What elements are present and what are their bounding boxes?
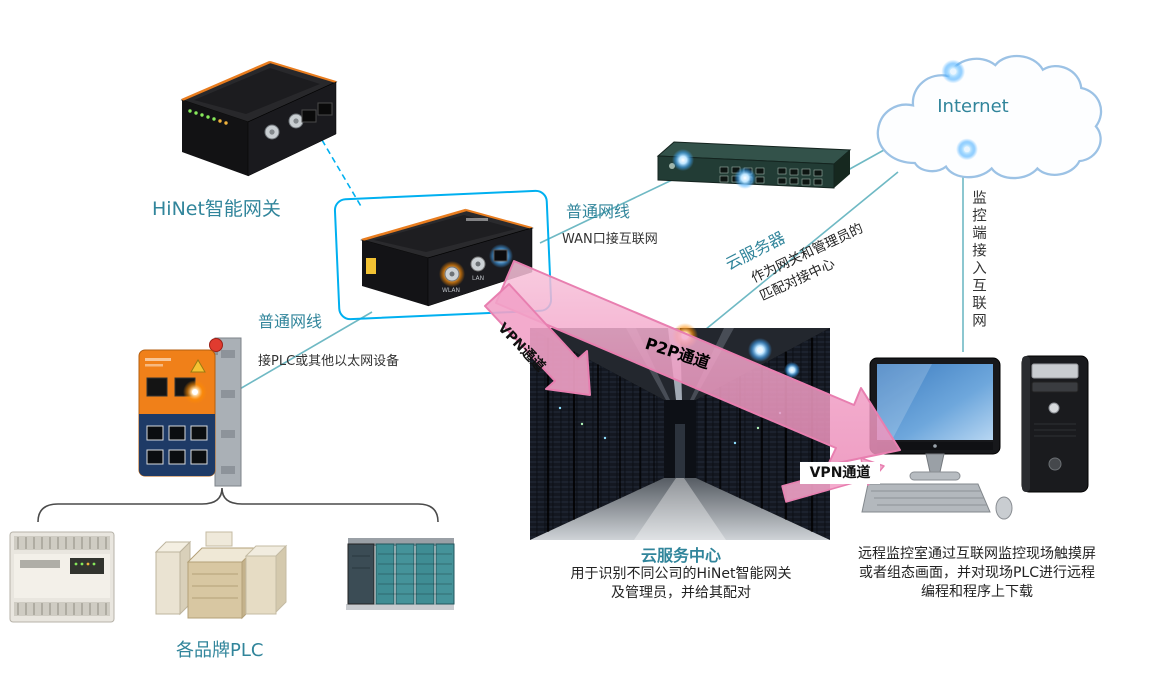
gateway1-ethernet-ports — [301, 102, 333, 123]
plc-device-2 — [146, 514, 288, 636]
gateway2-body: WLAN LAN — [360, 208, 534, 307]
remote-monitoring-desc-line3: 编程和程序上下载 — [921, 584, 1033, 600]
ordinary-cable-label-left: 普通网线 — [258, 312, 323, 331]
pc-tower — [1021, 355, 1089, 493]
pc-mouse — [995, 496, 1013, 520]
wan-port-note: WAN口接互联网 — [562, 232, 658, 247]
plc2-modules — [154, 531, 288, 620]
plc1-body — [9, 531, 115, 623]
hinet-gateway-device-1 — [160, 48, 350, 188]
industrial-ethernet-switch — [133, 336, 259, 488]
plc-device-3 — [340, 526, 460, 623]
gateway1-antenna-connectors — [264, 113, 304, 140]
plc-device-1 — [6, 520, 118, 630]
cloud-server-switch-device — [650, 134, 855, 198]
vpn-channel-label-2: VPN通道 — [800, 462, 880, 484]
blue-glow-dot — [672, 149, 694, 171]
ordinary-cable-label-top: 普通网线 — [566, 202, 631, 221]
cloud-service-center-title: 云服务中心 — [640, 546, 721, 565]
cloud-service-center-desc-line1: 用于识别不同公司的HiNet智能网关 — [570, 566, 792, 582]
cloud-outline — [876, 54, 1103, 180]
switch-port-bank-2 — [777, 167, 823, 186]
gateway2-lan-port-label: LAN — [472, 275, 484, 282]
monitor-access-note: 监控端接入互联网 — [970, 190, 986, 330]
pc-monitor — [869, 357, 1001, 481]
plc-brands-label: 各品牌PLC — [176, 640, 264, 661]
internet-label: Internet — [937, 96, 1009, 117]
server-room-floor — [530, 478, 830, 540]
warning-triangle — [190, 359, 206, 373]
blue-glow-dot — [734, 167, 756, 189]
gateway1-led-row — [188, 109, 228, 125]
gateway2-yellow-label — [366, 258, 376, 274]
remote-monitoring-desc-line2: 或者组态画面，并对现场PLC进行远程 — [858, 565, 1096, 581]
pc-keyboard — [861, 483, 991, 513]
remote-monitoring-desc-line1: 远程监控室通过互联网监控现场触摸屏 — [858, 546, 1096, 562]
switch-ports — [146, 425, 208, 465]
red-antenna — [209, 338, 223, 352]
remote-monitoring-pc — [861, 352, 1114, 530]
switch-body — [656, 141, 852, 189]
gateway2-wlan-port-label: WLAN — [442, 287, 460, 294]
hinet-gateway-label: HiNet智能网关 — [152, 198, 281, 220]
din-rail — [214, 337, 242, 487]
plc-connection-note: 接PLC或其他以太网设备 — [258, 354, 400, 369]
switch-orange-body — [138, 349, 216, 477]
blue-glow-dot — [784, 362, 800, 378]
cloud-service-center-desc-line2: 及管理员，并给其配对 — [611, 585, 751, 601]
plc3-modules — [346, 538, 455, 610]
hinet-gateway-device-2: WLAN LAN — [348, 200, 543, 312]
internet-cloud — [860, 44, 1116, 196]
gateway1-body — [180, 60, 338, 177]
